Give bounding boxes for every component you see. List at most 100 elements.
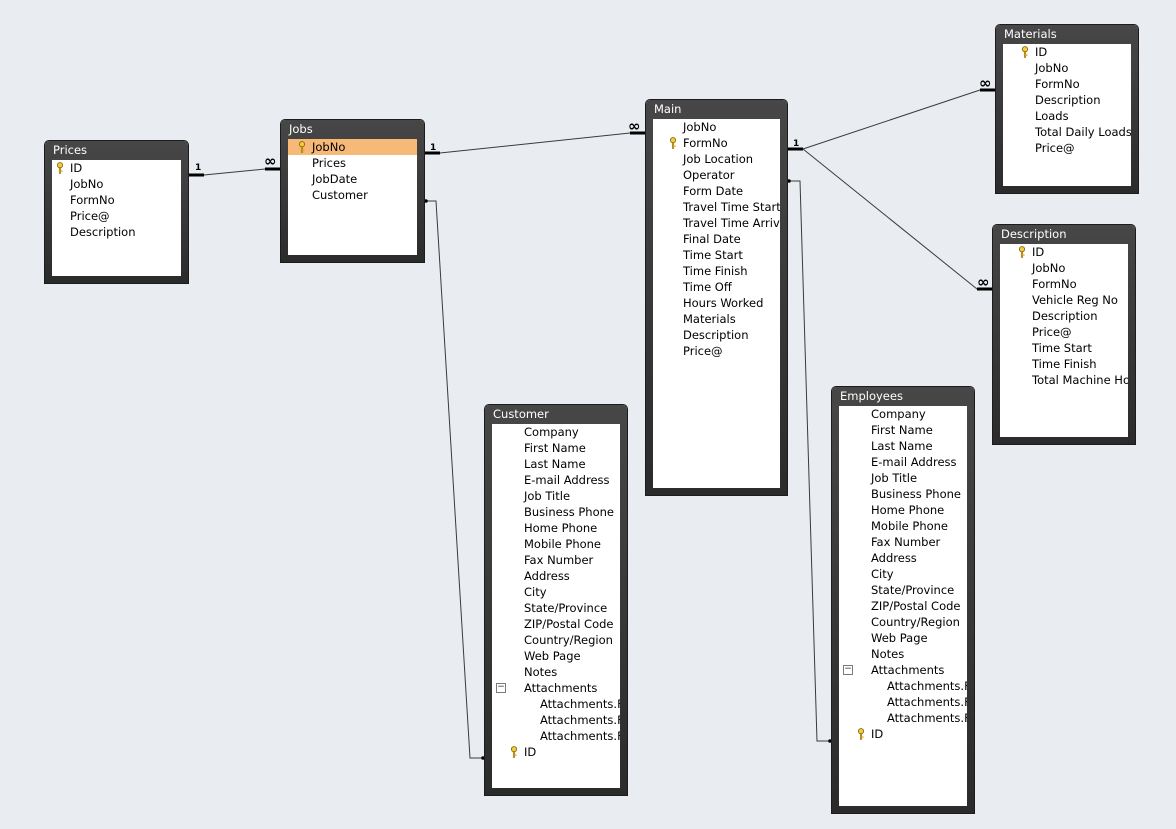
field-row[interactable]: ZIP/Postal Code [839,598,967,614]
relationship-line-main-employees[interactable] [787,180,832,742]
field-row[interactable]: JobNo [1003,60,1131,76]
field-row[interactable]: Price@ [1000,324,1128,340]
field-row[interactable]: Customer [288,187,417,203]
field-row[interactable]: Final Date [653,231,780,247]
relationship-line-main-description[interactable] [802,148,978,290]
field-row[interactable]: −Attachments [839,662,967,678]
field-row[interactable]: JobNo [1000,260,1128,276]
field-row[interactable]: Job Location [653,151,780,167]
field-row[interactable]: Address [492,568,620,584]
field-row[interactable]: Country/Region [839,614,967,630]
field-row[interactable]: Notes [839,646,967,662]
field-row[interactable]: JobNo [288,139,417,155]
field-row[interactable]: Fax Number [839,534,967,550]
field-row[interactable]: ID [1000,244,1128,260]
field-row[interactable]: State/Province [492,600,620,616]
field-row[interactable]: E-mail Address [839,454,967,470]
field-row[interactable]: Attachments.File [492,696,620,712]
field-row[interactable]: E-mail Address [492,472,620,488]
field-row[interactable]: FormNo [1000,276,1128,292]
collapse-icon[interactable]: − [496,682,506,693]
field-row[interactable]: Mobile Phone [839,518,967,534]
field-row[interactable]: Attachments.File [492,712,620,728]
field-row[interactable]: ID [839,726,967,742]
field-row[interactable]: Materials [653,311,780,327]
relationship-line-prices-jobs[interactable] [203,168,266,176]
table-title[interactable]: Employees [840,389,903,403]
field-row[interactable]: FormNo [653,135,780,151]
field-row[interactable]: Last Name [839,438,967,454]
field-row[interactable]: Web Page [839,630,967,646]
field-row[interactable]: Home Phone [839,502,967,518]
field-row[interactable]: Country/Region [492,632,620,648]
field-row[interactable]: ID [1003,44,1131,60]
field-row[interactable]: Time Start [653,247,780,263]
field-row[interactable]: Attachments.File [839,678,967,694]
field-row[interactable]: ZIP/Postal Code [492,616,620,632]
field-row[interactable]: Company [839,406,967,422]
field-row[interactable]: Description [1000,308,1128,324]
field-row[interactable]: Time Start [1000,340,1128,356]
field-row[interactable]: Job Title [839,470,967,486]
field-row[interactable]: City [839,566,967,582]
field-row[interactable]: Job Title [492,488,620,504]
field-row[interactable]: FormNo [1003,76,1131,92]
field-row[interactable]: Description [52,224,181,240]
field-row[interactable]: Vehicle Reg No [1000,292,1128,308]
field-row[interactable]: Last Name [492,456,620,472]
field-row[interactable]: ID [52,160,181,176]
field-row[interactable]: JobDate [288,171,417,187]
relationship-line-jobs-customer[interactable] [424,200,485,759]
field-row[interactable]: Travel Time Start [653,199,780,215]
field-row[interactable]: Operator [653,167,780,183]
field-row[interactable]: Home Phone [492,520,620,536]
collapse-icon[interactable]: − [843,664,853,675]
field-row[interactable]: Attachments.File [492,728,620,744]
field-row[interactable]: Form Date [653,183,780,199]
field-row[interactable]: City [492,584,620,600]
field-row[interactable]: Price@ [1003,140,1131,156]
field-row[interactable]: First Name [839,422,967,438]
field-row[interactable]: Prices [288,155,417,171]
field-row[interactable]: Total Machine Hou [1000,372,1128,388]
field-row[interactable]: Address [839,550,967,566]
field-row[interactable]: Attachments.File [839,694,967,710]
field-row[interactable]: Time Off [653,279,780,295]
table-title[interactable]: Jobs [289,122,313,136]
field-row[interactable]: JobNo [653,119,780,135]
field-row[interactable]: Description [653,327,780,343]
field-row[interactable]: ID [492,744,620,760]
field-row[interactable]: Price@ [52,208,181,224]
field-row[interactable]: Web Page [492,648,620,664]
relationship-line-jobs-main[interactable] [439,132,631,154]
table-title[interactable]: Description [1001,227,1067,241]
field-row[interactable]: Notes [492,664,620,680]
field-row[interactable]: Time Finish [1000,356,1128,372]
field-row[interactable]: Hours Worked [653,295,780,311]
field-row[interactable]: Company [492,424,620,440]
relationship-line-main-materials[interactable] [802,89,981,150]
field-row[interactable]: −Attachments [492,680,620,696]
field-row[interactable]: Attachments.File [839,710,967,726]
table-title[interactable]: Materials [1004,27,1057,41]
field-row[interactable]: Time Finish [653,263,780,279]
field-row[interactable]: Loads [1003,108,1131,124]
field-row[interactable]: Mobile Phone [492,536,620,552]
table-title[interactable]: Main [654,102,682,116]
field-row[interactable]: First Name [492,440,620,456]
field-row[interactable]: Total Daily Loads [1003,124,1131,140]
field-row[interactable]: Business Phone [492,504,620,520]
field-row[interactable]: State/Province [839,582,967,598]
